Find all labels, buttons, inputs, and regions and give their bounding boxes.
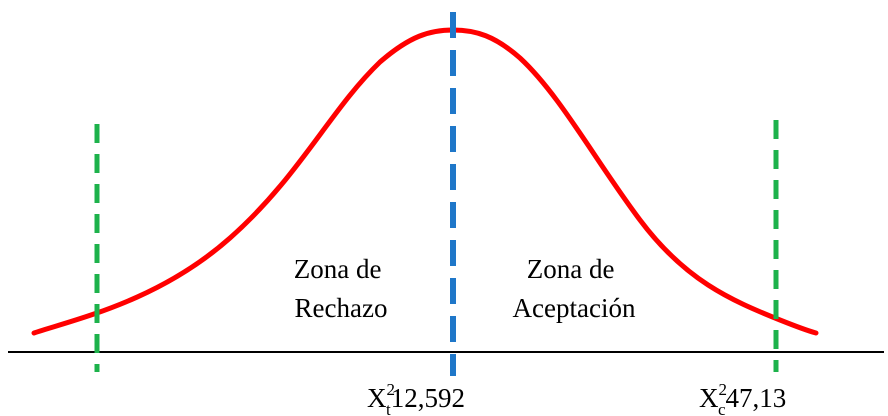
acceptance-zone-line2: Aceptación (513, 293, 636, 323)
tabulated-superscript: 2 (387, 380, 396, 399)
rejection-zone-label: Zona de Rechazo (294, 254, 388, 323)
acceptance-zone-line1: Zona de (527, 254, 615, 284)
calculated-subscript: c (718, 400, 726, 416)
acceptance-zone-label: Zona de Aceptación (513, 254, 636, 323)
tabulated-subscript: t (386, 400, 391, 416)
calculated-value: 47,13 (726, 383, 787, 413)
calculated-superscript: 2 (719, 380, 728, 399)
tabulated-symbol: X (367, 383, 387, 413)
rejection-zone-line2: Rechazo (295, 293, 388, 323)
distribution-curve (31, 27, 819, 336)
tabulated-value: 12,592 (391, 383, 465, 413)
rejection-zone-line1: Zona de (294, 254, 382, 284)
calculated-symbol: X (699, 383, 719, 413)
